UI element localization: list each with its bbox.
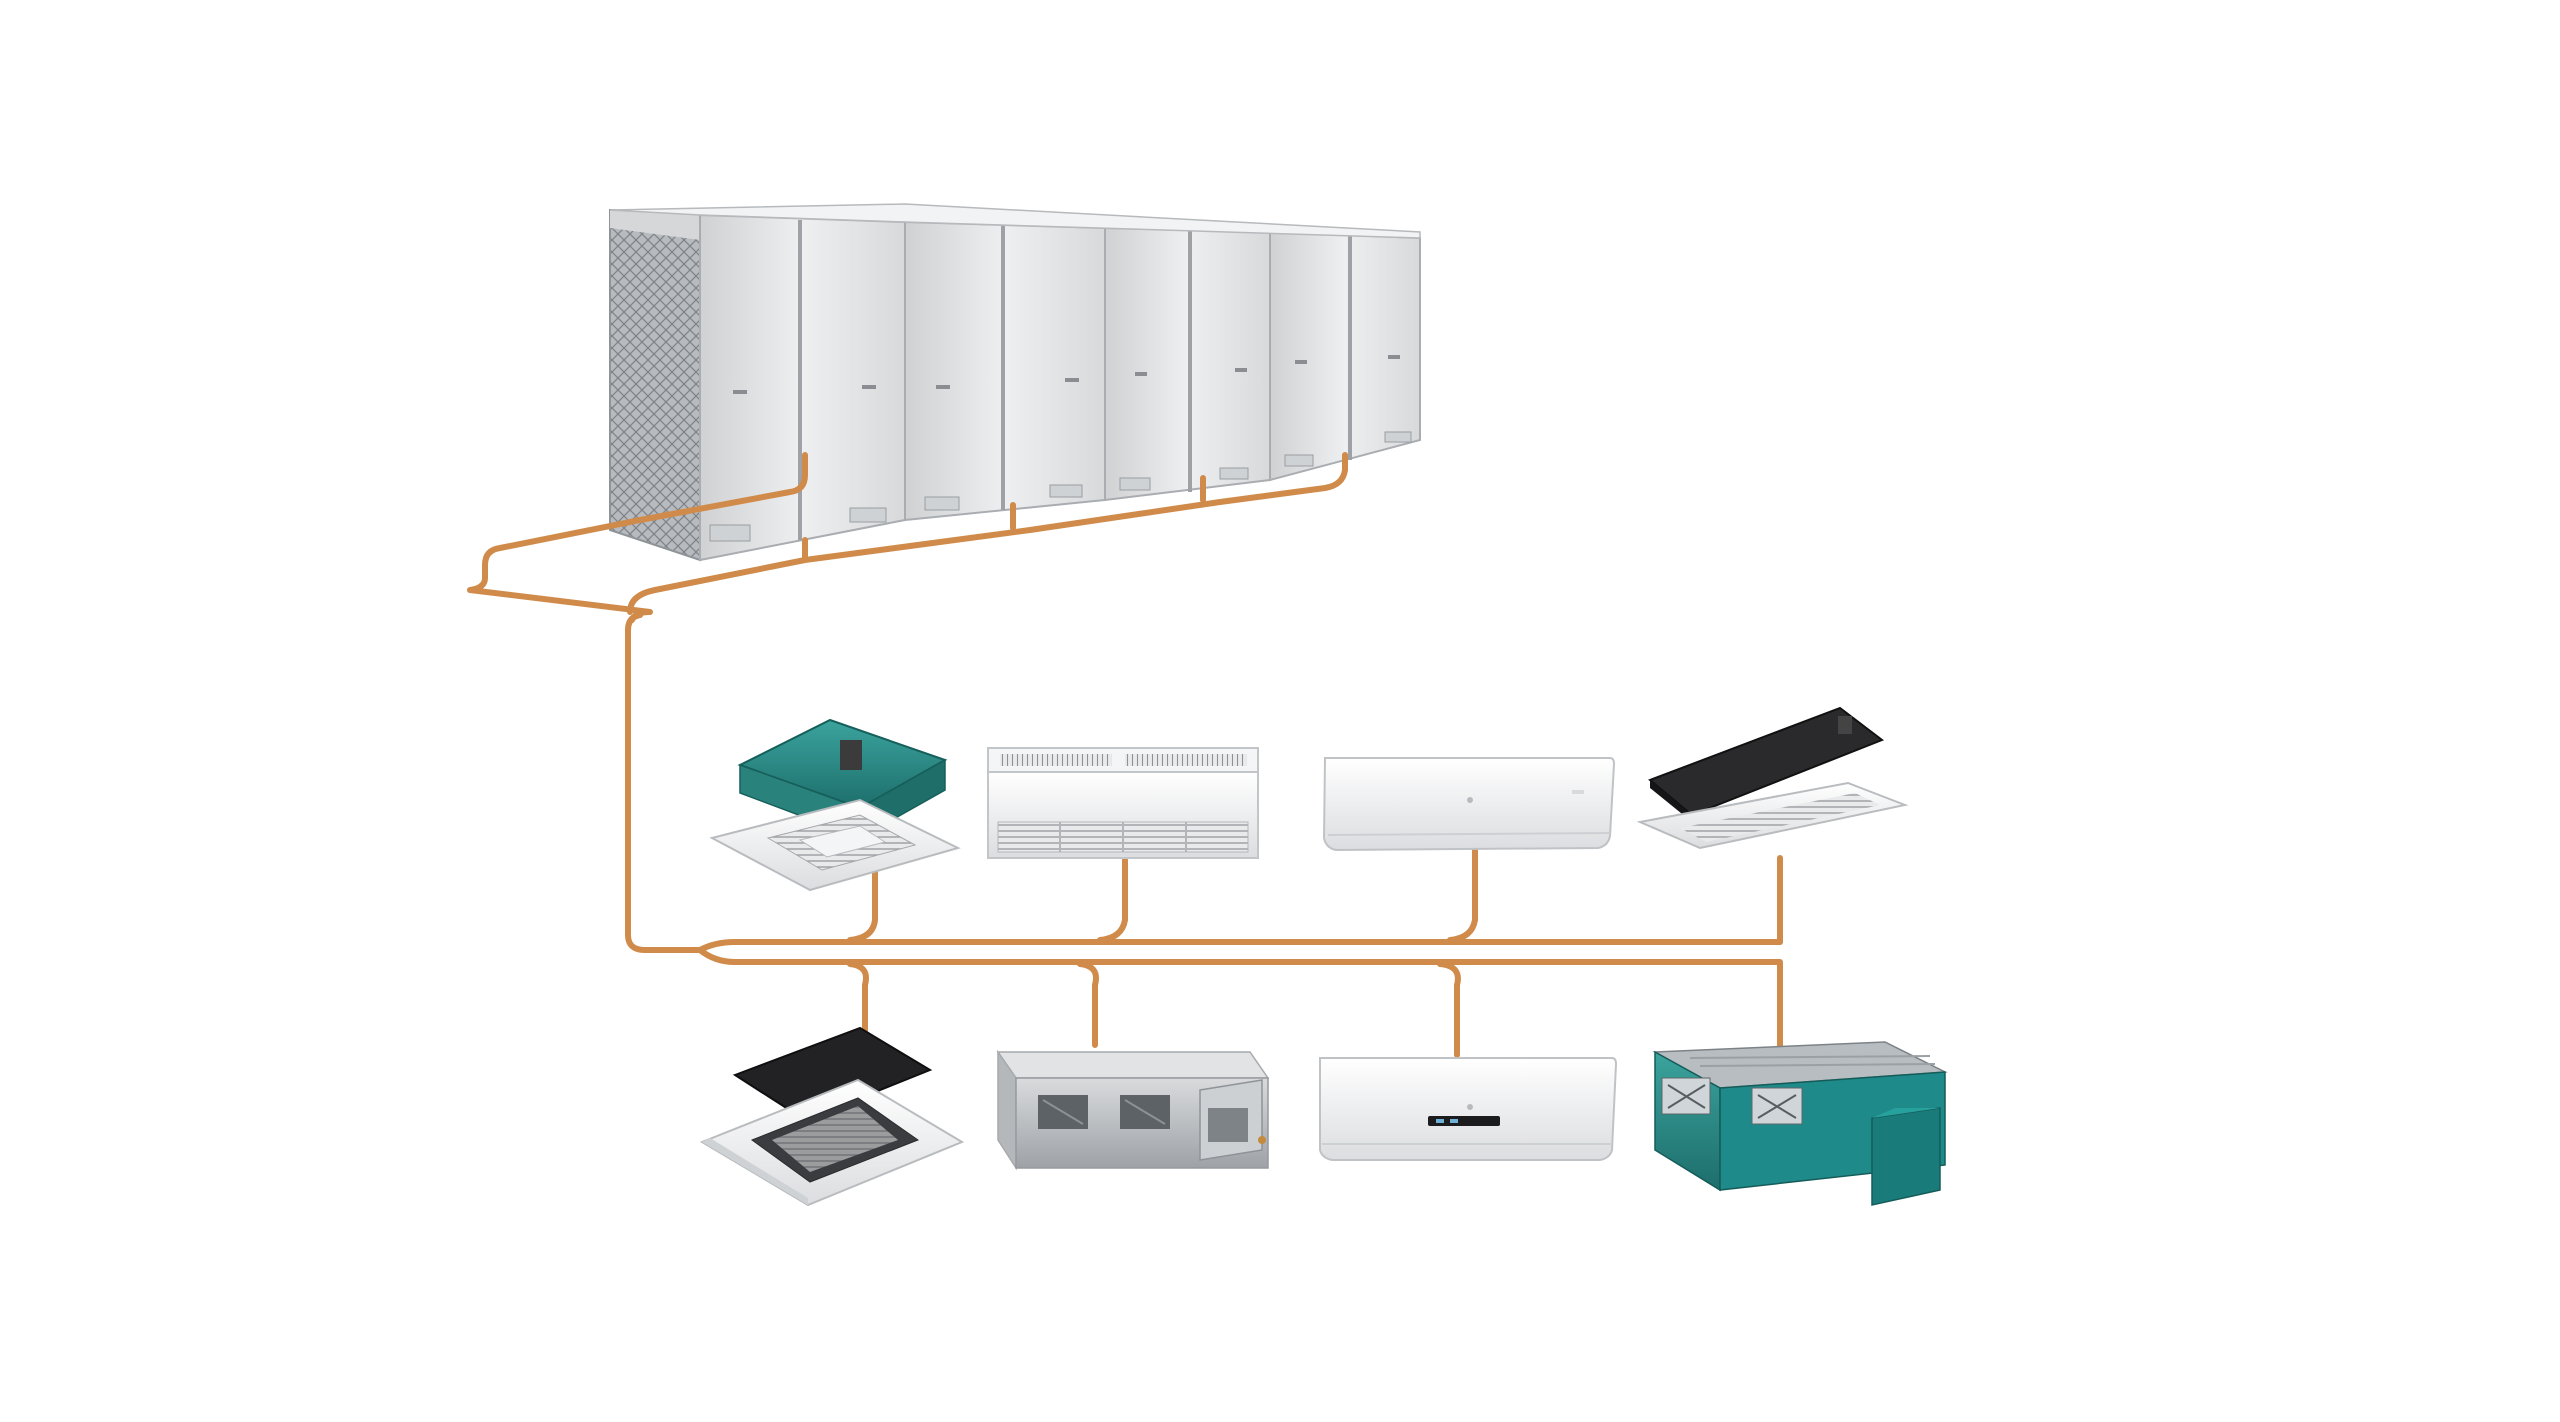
outdoor-unit-3: [1104, 226, 1271, 502]
indoor-unit-wall-split: [1322, 757, 1616, 852]
indoor-unit-one-way-cassette: [1636, 706, 1909, 850]
outdoor-unit-bank: [609, 203, 1421, 562]
indoor-unit-wall-split-display: [1319, 1057, 1618, 1161]
indoor-unit-ducted-grey: [996, 1049, 1270, 1171]
indoor-unit-ducted-teal: [1652, 1041, 1948, 1206]
refrigerant-piping: [467, 452, 1783, 1058]
lower-header-pipe: [697, 947, 1783, 1053]
outdoor-unit-4: [1269, 230, 1421, 482]
outdoor-header-pipe: [467, 452, 808, 623]
outdoor-unit-2: [904, 220, 1106, 522]
indoor-unit-compact-cassette: [699, 1026, 965, 1207]
display-panel: [1428, 1116, 1500, 1126]
indoor-unit-cassette-teal: [709, 718, 961, 892]
indoor-unit-ceiling-floor: [987, 747, 1259, 859]
main-riser-pipe: [625, 609, 703, 953]
upper-header-pipe: [697, 939, 1783, 953]
outdoor-unit-1: [609, 208, 906, 562]
